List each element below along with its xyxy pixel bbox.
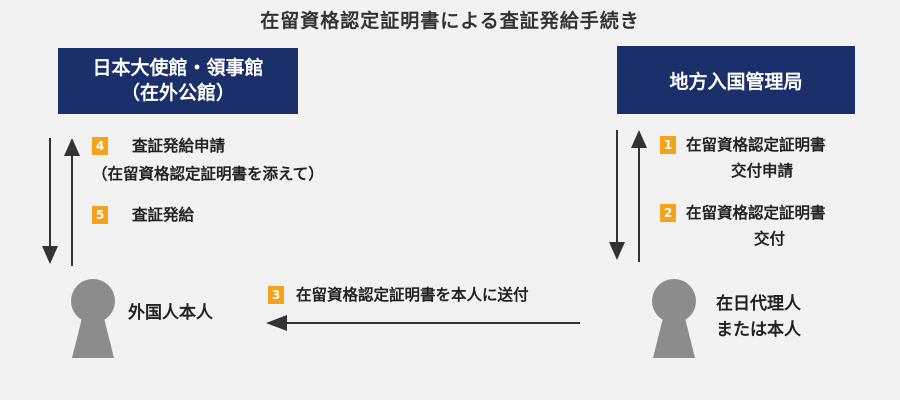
agent-label-line2: または本人 <box>716 320 801 340</box>
right-person-icon <box>652 279 696 358</box>
embassy-box-line1: 日本大使館・領事館 <box>92 57 264 79</box>
embassy-box-line2: （在外公館） <box>120 82 235 104</box>
immigration-bureau-box: 地方入国管理局 <box>617 46 855 114</box>
step-5-badge: 5 <box>92 206 108 224</box>
right-down-arrow <box>609 130 625 260</box>
left-person-icon <box>71 279 115 358</box>
right-up-arrow <box>631 130 647 262</box>
step-4-line2: （在留資格認定証明書を添えて） <box>92 165 324 183</box>
left-down-arrow <box>42 138 58 264</box>
embassy-box: 日本大使館・領事館 （在外公館） <box>58 48 298 114</box>
step-1-badge: 1 <box>660 136 676 154</box>
diagram-title: 在留資格認定証明書による査証発給手続き <box>260 10 640 32</box>
left-up-arrow <box>64 138 80 266</box>
step-1-line2: 交付申請 <box>731 162 794 180</box>
step-4-badge: 4 <box>92 137 108 155</box>
foreign-national-label: 外国人本人 <box>128 303 213 323</box>
agent-label: 在日代理人 または本人 <box>716 291 801 343</box>
step-4-line1: 査証発給申請 <box>132 137 226 155</box>
send-arrow <box>266 315 580 331</box>
agent-label-line1: 在日代理人 <box>716 294 801 314</box>
step-3-text: 在留資格認定証明書を本人に送付 <box>296 286 529 304</box>
step-2-line1: 在留資格認定証明書 <box>686 204 826 222</box>
step-1-line1: 在留資格認定証明書 <box>686 136 826 154</box>
step-2-badge: 2 <box>660 204 676 222</box>
step-5-text: 査証発給 <box>132 206 195 224</box>
step-2-line2: 交付 <box>754 230 786 248</box>
step-3-badge: 3 <box>268 286 284 304</box>
